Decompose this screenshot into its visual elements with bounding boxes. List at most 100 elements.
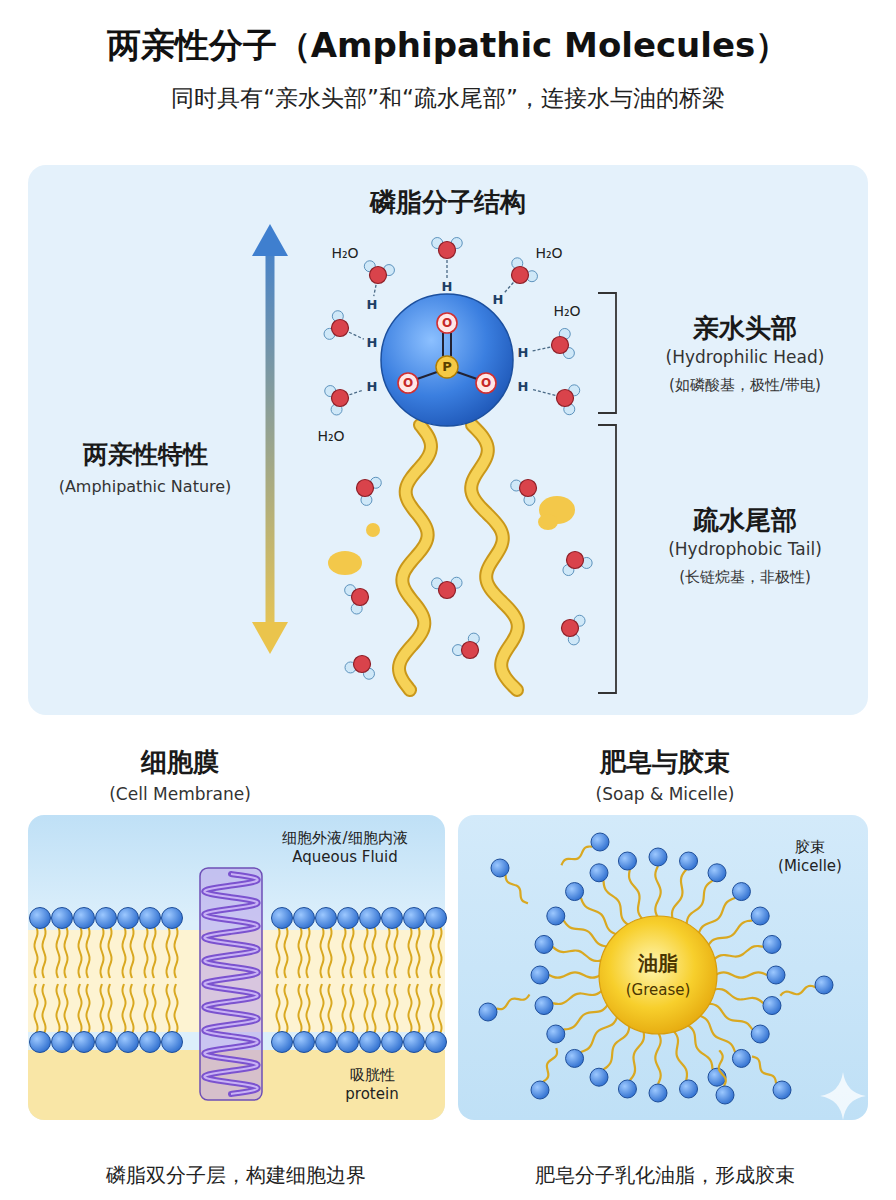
panel-subheading: (Cell Membrane) xyxy=(109,784,251,805)
soap-tail xyxy=(581,898,618,935)
soap-tail xyxy=(581,1015,618,1052)
lipid-head xyxy=(294,908,315,929)
lipid-tail xyxy=(320,926,323,978)
panel-subheading: (Soap & Micelle) xyxy=(596,784,735,805)
watermark-star xyxy=(820,1072,866,1120)
lipid-tail xyxy=(42,984,45,1034)
top-panel xyxy=(28,165,868,715)
protein-helix-shine xyxy=(204,874,257,1094)
soap-tail xyxy=(553,947,603,961)
lipid-tail xyxy=(276,926,279,978)
soap-head xyxy=(751,907,769,925)
soap-head xyxy=(815,976,833,994)
water-molecule xyxy=(357,477,382,505)
lipid-head xyxy=(382,1032,403,1053)
molecule-label: H₂O xyxy=(535,245,562,263)
part-sublabel: (Hydrophobic Tail) xyxy=(668,539,822,560)
lipid-tail xyxy=(276,984,279,1034)
water-molecule xyxy=(562,615,586,645)
atom-label: H xyxy=(367,335,378,351)
lipid-tail xyxy=(372,926,375,978)
lipid-head xyxy=(140,908,161,929)
water-molecule xyxy=(432,577,463,598)
lipid-tail xyxy=(152,926,155,978)
part-sublabel: (Hydrophilic Head) xyxy=(666,347,825,368)
soap-head xyxy=(751,1025,769,1043)
lipid-tail xyxy=(416,984,419,1034)
soap-tail xyxy=(604,1024,630,1069)
lipid-tail xyxy=(100,984,103,1034)
oxygen-atom xyxy=(437,313,457,333)
double-bond xyxy=(450,333,452,356)
hydrophilic-head: P xyxy=(379,292,515,428)
soap-tail xyxy=(561,847,592,866)
lipid-head xyxy=(52,1032,73,1053)
lipid-tail xyxy=(100,926,103,978)
soap-head xyxy=(547,907,565,925)
oxygen-atom xyxy=(370,267,387,284)
lipid-tail xyxy=(350,984,353,1034)
title: 两亲性分子（Amphipathic Molecules） xyxy=(107,24,790,67)
water-molecule xyxy=(453,633,480,658)
atom-label: H xyxy=(442,279,453,295)
lipid-head xyxy=(360,908,381,929)
lipid-tail xyxy=(342,926,345,978)
soap-tail xyxy=(673,1030,687,1080)
lipid-tail xyxy=(174,926,177,978)
lipid-tail xyxy=(438,984,441,1034)
lipid-tail xyxy=(78,926,81,978)
oxygen-atom xyxy=(557,390,574,407)
soap-head xyxy=(590,864,608,882)
hydrophobic-tail xyxy=(471,425,518,690)
molecule-label: H₂O xyxy=(317,428,344,446)
soap-head xyxy=(680,852,698,870)
lipid-head xyxy=(294,1032,315,1053)
soap-head xyxy=(649,848,667,866)
water-molecule xyxy=(345,585,369,614)
lipid-tail xyxy=(372,984,375,1034)
lipid-tail xyxy=(350,926,353,978)
lipid-head xyxy=(360,1032,381,1053)
soap-tail xyxy=(629,870,643,920)
lipid-head xyxy=(74,1032,95,1053)
oxygen-atom xyxy=(462,642,479,659)
caption: 磷脂双分子层，构建细胞边界 xyxy=(106,1163,366,1188)
lipid-head xyxy=(52,908,73,929)
soap-tail xyxy=(543,1048,557,1082)
hydrogen-bond xyxy=(374,285,376,296)
lipid-head xyxy=(382,908,403,929)
head-ball xyxy=(381,294,513,426)
lipid-tail xyxy=(416,926,419,978)
lipid-tail xyxy=(328,984,331,1034)
hydrogen-bond xyxy=(349,390,363,395)
subtitle: 同时具有“亲水头部”和“疏水尾部”，连接水与油的桥梁 xyxy=(171,84,725,113)
lipid-tail xyxy=(152,984,155,1034)
atom-label: O xyxy=(403,376,413,391)
caption: 肥皂分子乳化油脂，形成胶束 xyxy=(535,1163,795,1188)
lipid-tail xyxy=(34,926,37,978)
protein-body xyxy=(200,868,262,1100)
lipid-tail xyxy=(364,926,367,978)
micelle-panel xyxy=(458,815,868,1120)
soap-head xyxy=(566,1049,584,1067)
soap-head xyxy=(767,966,785,984)
soap-head xyxy=(535,935,553,953)
lipid-tail xyxy=(174,984,177,1034)
lipid-tail xyxy=(56,926,59,978)
soap-tail xyxy=(549,972,601,977)
oxygen-atom xyxy=(562,620,579,637)
protein-helix xyxy=(204,874,257,1094)
lipid-head xyxy=(118,908,139,929)
soap-tail xyxy=(752,1056,776,1083)
soap-head xyxy=(708,1068,726,1086)
soap-head xyxy=(773,1081,791,1099)
soap-tail xyxy=(713,946,763,960)
oxygen-atom xyxy=(552,337,569,354)
lipid-head xyxy=(162,908,183,929)
lipid-head xyxy=(404,1032,425,1053)
oxygen-atom xyxy=(398,373,418,393)
lipid-tail xyxy=(394,984,397,1034)
oxygen-atom xyxy=(332,320,349,337)
lipid-tail xyxy=(364,984,367,1034)
